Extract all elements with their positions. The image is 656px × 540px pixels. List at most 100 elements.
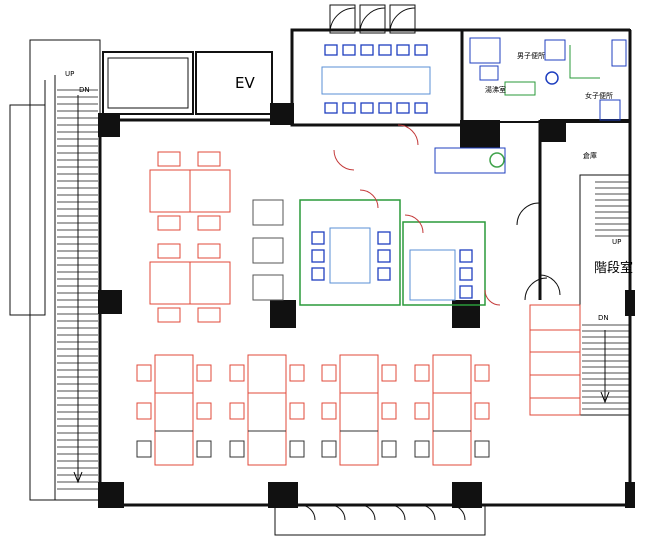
chair (474, 440, 490, 458)
sofa-seat (252, 237, 284, 264)
chair (229, 440, 245, 458)
chair (321, 402, 337, 420)
chair (321, 364, 337, 382)
building-walls (98, 4, 635, 536)
desk-island (339, 354, 379, 466)
mens-toilet-label: 男子便所 (517, 51, 545, 60)
room-outlines (299, 37, 627, 306)
chair (396, 44, 410, 56)
chair (324, 44, 338, 56)
reception-counter (529, 304, 581, 416)
chair (157, 307, 181, 323)
balcony-door (329, 4, 356, 34)
column (452, 482, 482, 508)
chair (378, 102, 392, 114)
partition (569, 45, 600, 79)
stairwell-box (579, 174, 631, 416)
window-swing (419, 504, 436, 521)
chair (196, 440, 212, 458)
door-swing (333, 149, 355, 171)
shaft-inner (107, 57, 189, 109)
door-swing (389, 7, 416, 34)
door-swing (359, 189, 379, 209)
pantry-counter (434, 147, 506, 174)
chair (459, 267, 473, 281)
window-swing (299, 504, 316, 521)
sink (479, 65, 499, 81)
meeting-table (329, 227, 371, 284)
room-labels: EV UP DN 男子便所 女子便所 湯沸室 倉庫 UP DN 階段室 (65, 51, 633, 322)
chair (414, 402, 430, 420)
door-swing (404, 214, 424, 234)
doors (333, 124, 561, 306)
column (452, 300, 480, 328)
desk-island (432, 354, 472, 466)
column (270, 300, 296, 328)
chair (229, 402, 245, 420)
furniture (136, 44, 581, 466)
chair (377, 249, 391, 263)
chair (289, 402, 305, 420)
chair (378, 44, 392, 56)
window-swing (389, 504, 406, 521)
chair (197, 215, 221, 231)
column (270, 103, 294, 125)
south-balcony (274, 504, 486, 536)
stair-up-left-label: UP (65, 70, 74, 78)
column (98, 113, 120, 137)
chair (459, 285, 473, 299)
meeting-room-c (402, 221, 486, 306)
arrow-head (73, 471, 83, 484)
door-swing (397, 124, 419, 146)
chair (377, 267, 391, 281)
chair (377, 231, 391, 245)
window-swing (329, 504, 346, 521)
chair (414, 364, 430, 382)
chair (311, 267, 325, 281)
meeting-table (321, 66, 431, 95)
door-swing (539, 274, 561, 296)
chair (360, 44, 374, 56)
chair (381, 364, 397, 382)
chair (381, 402, 397, 420)
sofa-seat (252, 199, 284, 226)
womens-toilet-label: 女子便所 (585, 91, 613, 100)
partition (504, 81, 536, 96)
chair (157, 243, 181, 259)
chair (414, 102, 428, 114)
column (268, 482, 298, 508)
door-swing (484, 289, 501, 306)
door-swing (524, 277, 548, 301)
chair (157, 215, 181, 231)
chair (414, 440, 430, 458)
column (98, 290, 122, 314)
chair (136, 364, 152, 382)
chair (229, 364, 245, 382)
chair (324, 102, 338, 114)
column (460, 120, 500, 148)
desk-island (247, 354, 287, 466)
chair (289, 440, 305, 458)
meeting-room-b (299, 199, 401, 306)
column (540, 120, 566, 142)
toilet-fixture (611, 39, 627, 67)
desk-island (154, 354, 194, 466)
toilet-fixture (469, 37, 501, 64)
chair (321, 440, 337, 458)
chair (474, 364, 490, 382)
stairs (9, 39, 631, 501)
column (625, 482, 635, 508)
ev-label: EV (235, 74, 255, 92)
stair-outer (29, 39, 101, 501)
chair (381, 440, 397, 458)
chair (289, 364, 305, 382)
chair (414, 44, 428, 56)
chair (396, 102, 410, 114)
chair (196, 364, 212, 382)
door-swing (359, 7, 386, 34)
stair-dn-left-label: DN (79, 86, 90, 94)
stair-up-right-label: UP (612, 238, 621, 246)
sofa-seat (252, 274, 284, 301)
chair (196, 402, 212, 420)
toilet-block (461, 29, 631, 123)
